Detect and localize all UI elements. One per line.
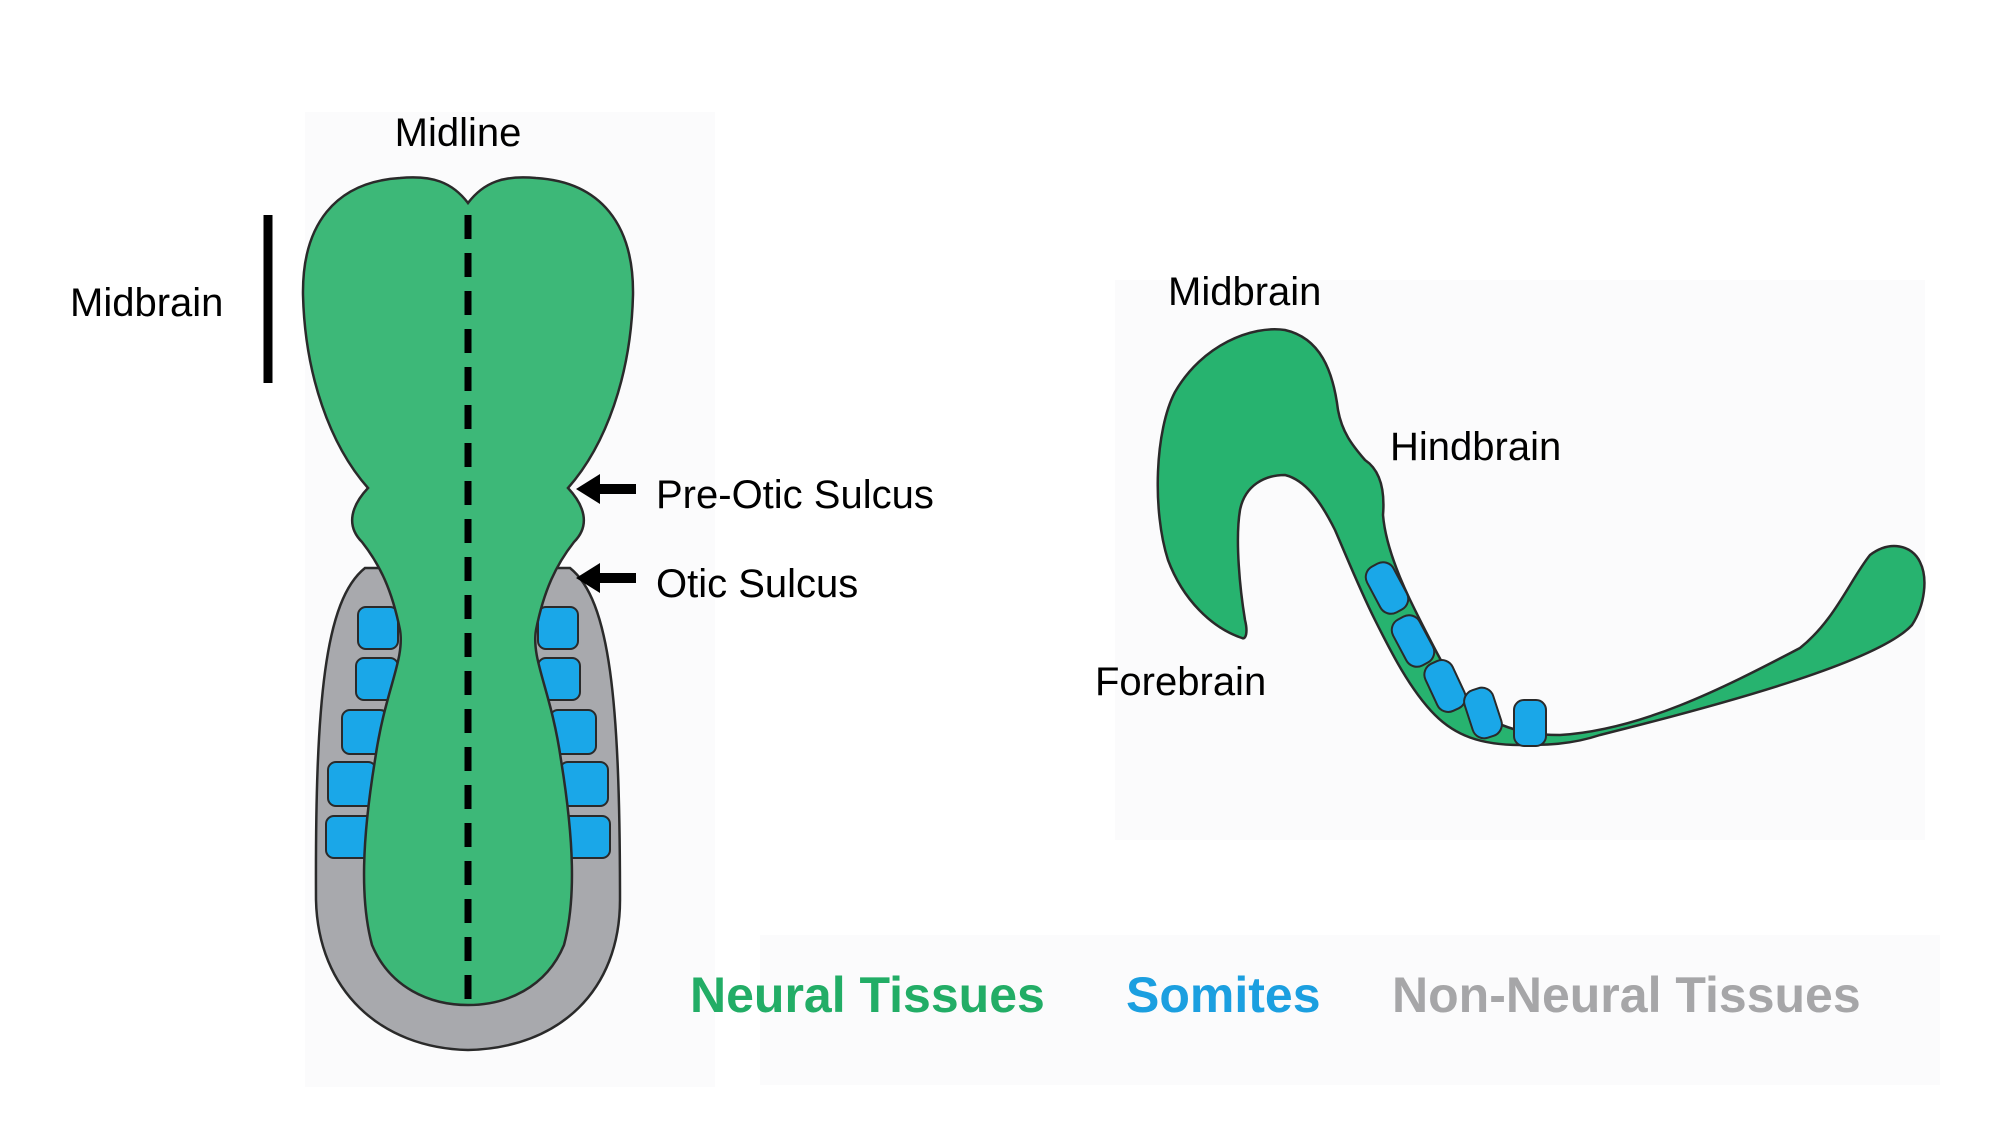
somite [537, 606, 579, 650]
somite [1513, 699, 1547, 747]
pre-otic-sulcus-label: Pre-Otic Sulcus [656, 473, 934, 517]
side-view: Midbrain Hindbrain Forebrain [1095, 270, 1926, 747]
otic-sulcus-label: Otic Sulcus [656, 562, 858, 606]
somite [1463, 686, 1503, 740]
side-neural-body [1156, 328, 1926, 747]
somite [1364, 561, 1410, 615]
somite [357, 606, 399, 650]
pre-otic-arrow [576, 474, 636, 504]
legend-neural-tissues: Neural Tissues [690, 967, 1045, 1023]
legend-somites: Somites [1126, 967, 1321, 1023]
side-somites [1364, 561, 1547, 747]
somite [1423, 659, 1467, 713]
legend-panel-background [760, 935, 1940, 1085]
legend-non-neural-tissues: Non-Neural Tissues [1392, 967, 1861, 1023]
legend: Neural Tissues Somites Non-Neural Tissue… [690, 967, 1861, 1023]
somite [1390, 614, 1436, 668]
otic-arrow [576, 563, 636, 593]
forebrain-label: Forebrain [1095, 660, 1266, 704]
midline-label: Midline [395, 111, 522, 155]
dorsal-view: Midline Midbrain Pre-Otic Sulcus Otic Su… [70, 111, 934, 1052]
midbrain-label-dorsal: Midbrain [70, 281, 223, 325]
hindbrain-label: Hindbrain [1390, 425, 1561, 469]
somites-right [537, 606, 611, 859]
midbrain-label-side: Midbrain [1168, 270, 1321, 314]
neural-plate [301, 176, 635, 1007]
